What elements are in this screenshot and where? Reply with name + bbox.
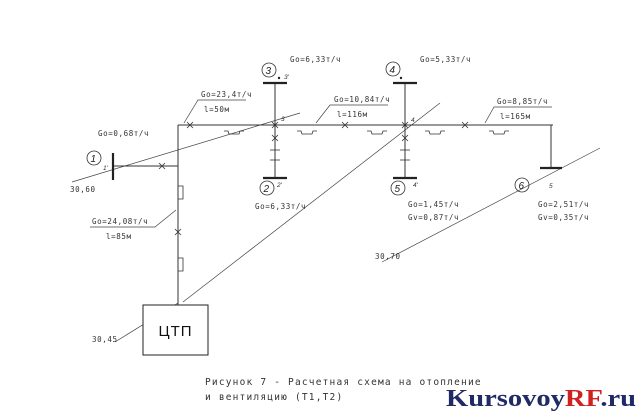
seg2-flow-label: Go=10,84т/ч xyxy=(334,95,390,104)
node-3-sublabel: 3' xyxy=(284,74,290,81)
valve-mark xyxy=(158,162,166,170)
node4-flow-label: Go=5,33т/ч xyxy=(420,55,471,64)
valve-mark xyxy=(401,134,409,142)
node5-flow-label: Gо=1,45т/ч xyxy=(408,200,459,209)
elevation-label: 30,60 xyxy=(70,185,96,194)
leader-seg1 xyxy=(183,99,246,124)
watermark-part1: Kursovoy xyxy=(446,386,565,412)
riser-compensator xyxy=(178,257,184,272)
node-4-circle xyxy=(385,61,401,77)
figure-caption-line1: Рисунок 7 - Расчетная схема на отопление xyxy=(205,377,482,388)
node-1-number: 1 xyxy=(91,154,97,165)
valve-mark xyxy=(174,228,182,236)
watermark-part3: .ru xyxy=(600,386,636,412)
seg3-length-label: l=165м xyxy=(500,112,531,121)
node-2-circle xyxy=(259,180,275,196)
node1-flow-label: Go=0,68т/ч xyxy=(98,129,149,138)
node-3-number: 3 xyxy=(266,66,272,77)
node-1-sublabel: 1' xyxy=(103,165,109,172)
node-1-circle xyxy=(86,150,102,166)
station-label: ЦТП xyxy=(158,323,192,340)
expansion-loop xyxy=(297,130,317,135)
expansion-loop xyxy=(425,130,445,135)
station-box xyxy=(142,304,209,356)
elevation-label: 30,45 xyxy=(92,335,118,344)
watermark-part2: RF xyxy=(565,386,602,412)
valve-mark xyxy=(271,134,279,142)
seg2-length-label: l=116м xyxy=(337,110,368,119)
valve-mark xyxy=(271,121,279,129)
junction-3-label: 3 xyxy=(281,116,285,123)
leader-main xyxy=(90,209,177,228)
riser-compensator xyxy=(178,185,184,200)
figure-caption-line2: и вентиляцию (Т1,Т2) xyxy=(205,392,343,403)
main-flow-label: Go=24,08т/ч xyxy=(92,217,148,226)
node-3-dot xyxy=(277,76,281,80)
seg1-length-label: l=50м xyxy=(204,105,230,114)
node-3-circle xyxy=(261,62,277,78)
node-2-number: 2 xyxy=(263,184,270,195)
junction-4-label: 4 xyxy=(411,117,415,124)
leader-seg3 xyxy=(484,106,552,124)
leader-seg2 xyxy=(315,104,388,124)
node6-flow-label: Go=2,51т/ч xyxy=(538,200,589,209)
valve-mark xyxy=(186,121,194,129)
node5-vent-label: Gv=0,87т/ч xyxy=(408,213,459,222)
node2-flow-label: Go=6,33т/ч xyxy=(255,202,306,211)
node-2-sublabel: 2' xyxy=(276,182,283,189)
elevation-label: 30,70 xyxy=(375,252,401,261)
expansion-loop xyxy=(367,130,387,135)
seg1-flow-label: Go=23,4т/ч xyxy=(201,90,252,99)
node-4-number: 4 xyxy=(390,65,396,76)
main-length-label: l=85м xyxy=(106,232,132,241)
expansion-loop xyxy=(489,130,509,135)
seg3-flow-label: Go=8,85т/ч xyxy=(497,97,548,106)
node-6-number: 6 xyxy=(519,181,525,192)
node3-flow-label: Go=6,33т/ч xyxy=(290,55,341,64)
node-5-number: 5 xyxy=(395,184,401,195)
node-6-circle xyxy=(514,177,530,193)
node-5-circle xyxy=(390,180,406,196)
node-5-sublabel: 4' xyxy=(413,182,419,189)
expansion-loop xyxy=(224,130,244,135)
node6-vent-label: Gv=0,35т/ч xyxy=(538,213,589,222)
node-4-dot xyxy=(399,76,403,80)
node-6-sublabel: 5 xyxy=(549,183,553,190)
elevation-line-long xyxy=(182,102,441,303)
valve-mark xyxy=(401,121,409,129)
elevation-line-30-70 xyxy=(381,147,601,263)
valve-mark xyxy=(461,121,469,129)
valve-mark xyxy=(341,121,349,129)
